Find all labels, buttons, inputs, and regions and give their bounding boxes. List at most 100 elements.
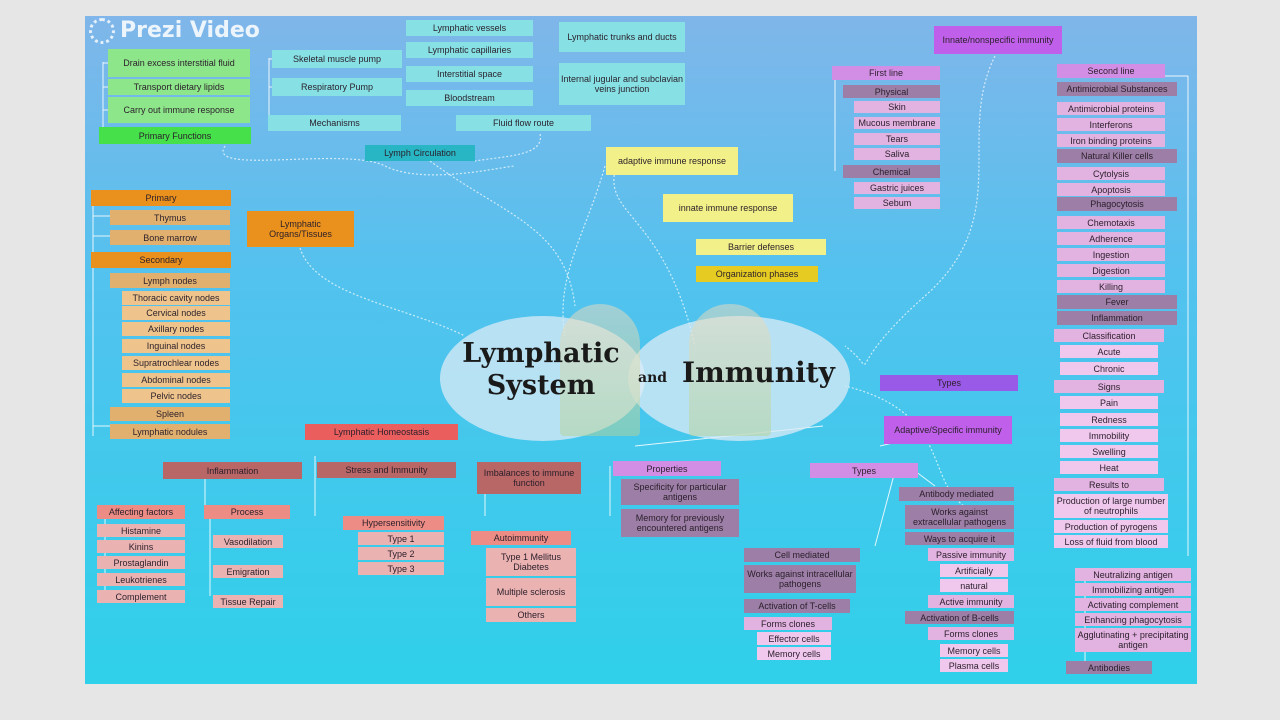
node-n1: Thoracic cavity nodes: [122, 291, 230, 305]
node-cmp: Complement: [97, 590, 185, 603]
node-n5: Supratrochlear nodes: [122, 356, 230, 370]
node-f2: Lymphatic capillaries: [406, 42, 533, 58]
mind-map-slide: Prezi Video Lymphatic System and Immunit…: [85, 16, 1197, 684]
node-sa: Saliva: [854, 148, 940, 160]
node-f: Fluid flow route: [456, 115, 591, 131]
node-wai: Works against intracellular pathogens: [744, 565, 856, 593]
node-p2: Memory for previously encountered antige…: [621, 509, 739, 537]
node-chr: Chronic: [1060, 362, 1158, 375]
node-t2: Type 2: [358, 547, 444, 560]
node-typ2: Types: [810, 463, 918, 478]
node-n3: Axillary nodes: [122, 322, 230, 336]
node-r2: Production of pyrogens: [1054, 520, 1168, 533]
node-red: Redness: [1060, 413, 1158, 426]
node-an4: Enhancing phagocytosis: [1075, 613, 1191, 626]
node-lot: Lymphatic Organs/Tissues: [247, 211, 354, 247]
node-ct: Chemotaxis: [1057, 216, 1165, 229]
node-nat: natural: [940, 579, 1008, 592]
node-ph: Phagocytosis: [1057, 197, 1177, 211]
node-abs: Antibodies: [1066, 661, 1152, 674]
node-phy: Physical: [843, 85, 940, 98]
node-ms: Multiple sclerosis: [486, 578, 576, 606]
node-pri: Primary: [91, 190, 231, 206]
node-air: adaptive immune response: [606, 147, 738, 175]
node-bm: Bone marrow: [110, 230, 230, 245]
node-iir: innate immune response: [663, 194, 793, 222]
node-gj: Gastric juices: [854, 182, 940, 194]
node-lt: Leukotrienes: [97, 573, 185, 586]
node-pi: Passive immunity: [928, 548, 1014, 561]
node-te: Tears: [854, 133, 940, 145]
node-t3: Type 3: [358, 562, 444, 575]
node-vas: Vasodilation: [213, 535, 283, 548]
node-m: Mechanisms: [268, 115, 401, 131]
node-pc: Plasma cells: [940, 659, 1008, 672]
prezi-video-watermark: Prezi Video: [89, 16, 260, 46]
title-line-2: System: [486, 370, 596, 401]
prezi-logo-icon: [89, 18, 115, 44]
node-bd: Barrier defenses: [696, 239, 826, 255]
node-nk: Natural Killer cells: [1057, 149, 1177, 163]
node-kin: Kinins: [97, 540, 185, 553]
node-mm: Mucous membrane: [854, 117, 940, 129]
node-fl: First line: [832, 66, 940, 80]
node-r1: Production of large number of neutrophil…: [1054, 494, 1168, 518]
node-aut: Autoimmunity: [471, 531, 571, 545]
node-art: Artificially: [940, 564, 1008, 577]
node-n4: Inguinal nodes: [122, 339, 230, 353]
node-an1: Neutralizing antigen: [1075, 568, 1191, 581]
node-wta: Ways to acquire it: [905, 532, 1014, 545]
node-sai: Stress and Immunity: [317, 462, 456, 478]
node-fc2: Forms clones: [744, 617, 832, 630]
node-cm: Cell mediated: [744, 548, 860, 562]
node-pf2: Transport dietary lipids: [108, 79, 250, 95]
node-pf: Primary Functions: [99, 127, 251, 144]
node-f5: Lymphatic trunks and ducts: [559, 22, 685, 52]
node-an3: Activating complement: [1075, 598, 1191, 611]
node-p1: Specificity for particular antigens: [621, 479, 739, 505]
node-acu: Acute: [1060, 345, 1158, 358]
node-at: Activation of T-cells: [744, 599, 850, 613]
node-lc: Lymph Circulation: [365, 145, 475, 161]
node-ai: Active immunity: [928, 595, 1014, 608]
node-an5: Agglutinating + precipitating antigen: [1075, 628, 1191, 652]
node-n2: Cervical nodes: [122, 306, 230, 320]
node-typ: Types: [880, 375, 1018, 391]
node-infl: Inflammation: [163, 462, 302, 479]
node-res: Results to: [1054, 478, 1164, 491]
node-cy: Cytolysis: [1057, 167, 1165, 180]
node-ab: Activation of B-cells: [905, 611, 1014, 624]
node-t1: Type 1: [358, 532, 444, 545]
node-ifn: Interferons: [1057, 118, 1165, 131]
node-imm: Immobility: [1060, 429, 1158, 442]
node-ad: Adherence: [1057, 232, 1165, 245]
node-m2: Respiratory Pump: [272, 78, 402, 96]
node-m1: Skeletal muscle pump: [272, 50, 402, 68]
node-thy: Thymus: [110, 210, 230, 225]
node-ap: Antimicrobial proteins: [1057, 102, 1165, 115]
node-ing: Ingestion: [1057, 248, 1165, 261]
node-wae: Works against extracellular pathogens: [905, 505, 1014, 529]
node-asi: Adaptive/Specific immunity: [884, 416, 1012, 444]
node-fev: Fever: [1057, 295, 1177, 309]
node-ibp: Iron binding proteins: [1057, 134, 1165, 147]
node-pai: Pain: [1060, 396, 1158, 409]
title-and: and: [638, 370, 668, 386]
node-abm: Antibody mediated: [899, 487, 1014, 501]
node-sl: Second line: [1057, 64, 1165, 78]
node-n7: Pelvic nodes: [122, 389, 230, 403]
node-mc1: Memory cells: [940, 644, 1008, 657]
node-oth: Others: [486, 608, 576, 622]
node-f6: Internal jugular and subclavian veins ju…: [559, 63, 685, 105]
node-pf3: Carry out immune response: [108, 97, 250, 123]
node-inn: Innate/nonspecific immunity: [934, 26, 1062, 54]
node-f3: Interstitial space: [406, 66, 533, 82]
node-hea: Heat: [1060, 461, 1158, 474]
node-iif: Imbalances to immune function: [477, 462, 581, 494]
node-spl: Spleen: [110, 407, 230, 421]
node-swe: Swelling: [1060, 445, 1158, 458]
node-sk: Skin: [854, 101, 940, 113]
node-op: Organization phases: [696, 266, 818, 282]
node-ec: Effector cells: [757, 632, 831, 645]
node-kil: Killing: [1057, 280, 1165, 293]
